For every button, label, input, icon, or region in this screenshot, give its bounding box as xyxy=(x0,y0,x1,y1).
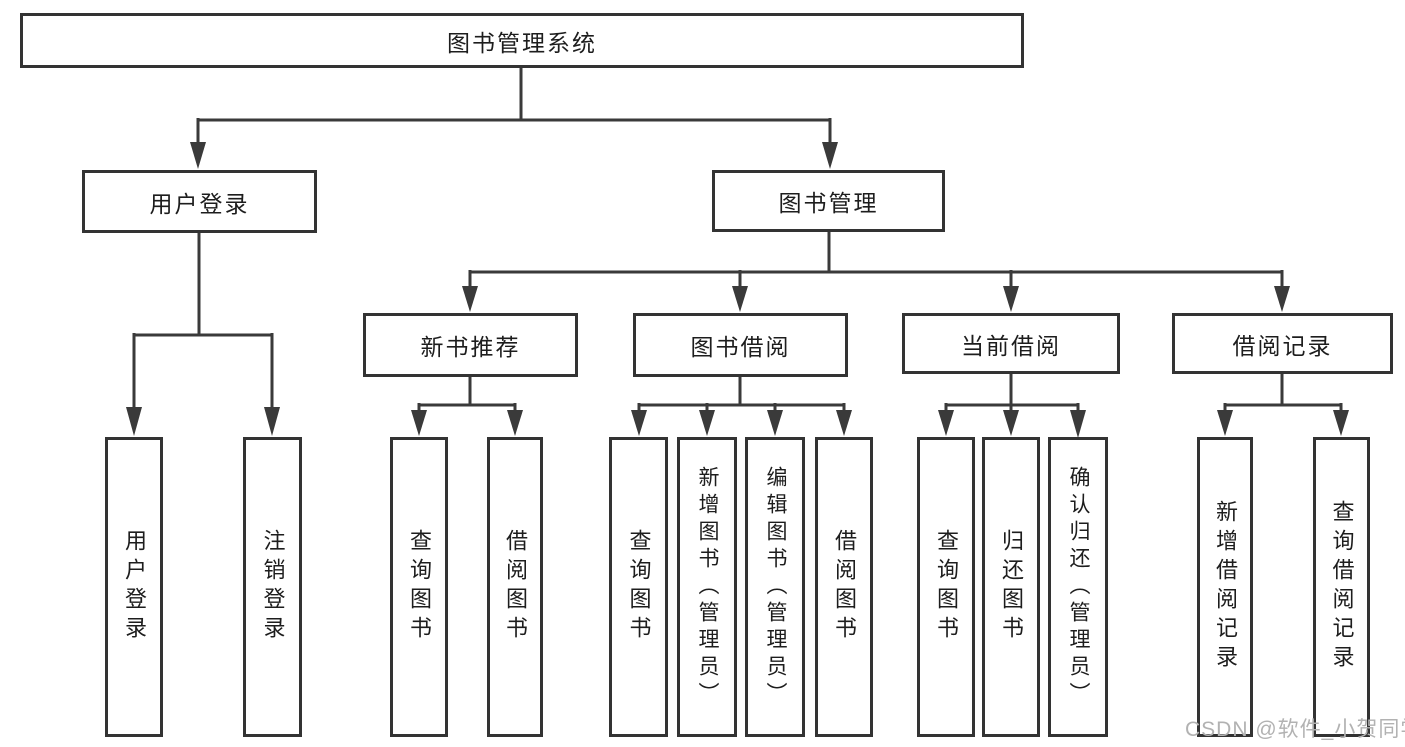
leaf-newbook-borrow-books: 借阅图书 xyxy=(487,437,543,737)
node-book-management-label: 图书管理 xyxy=(778,190,879,216)
leaf-add-books-admin: 新增图书（管理员） xyxy=(677,437,737,737)
connector-book-management-to-level3 xyxy=(462,231,1290,312)
leaf-edit-books-admin-label: 编辑图书（管理员） xyxy=(764,465,787,709)
node-borrow-records-label: 借阅记录 xyxy=(1232,332,1333,359)
leaf-query-borrow-record-label: 查询借阅记录 xyxy=(1329,500,1355,674)
connector-user-login-to-leaves xyxy=(126,233,280,436)
leaf-newbook-borrow-books-label: 借阅图书 xyxy=(503,529,528,645)
leaf-newbook-query-books: 查询图书 xyxy=(390,437,448,737)
leaf-add-books-admin-label: 新增图书（管理员） xyxy=(696,465,719,709)
leaf-add-borrow-record-label: 新增借阅记录 xyxy=(1213,500,1238,674)
leaf-add-borrow-record: 新增借阅记录 xyxy=(1197,437,1253,737)
node-current-borrow-label: 当前借阅 xyxy=(961,332,1061,359)
leaf-borrow-query-books: 查询图书 xyxy=(609,437,668,737)
leaf-current-query-books: 查询图书 xyxy=(917,437,975,737)
node-book-management: 图书管理 xyxy=(712,170,945,232)
leaf-borrow-borrow-books: 借阅图书 xyxy=(815,437,873,737)
leaf-return-books-label: 归还图书 xyxy=(999,529,1024,645)
leaf-confirm-return-admin: 确认归还（管理员） xyxy=(1048,437,1108,737)
node-root-title: 图书管理系统 xyxy=(20,13,1024,68)
node-borrow-records: 借阅记录 xyxy=(1172,313,1393,374)
leaf-query-borrow-record: 查询借阅记录 xyxy=(1313,437,1370,737)
leaf-confirm-return-admin-label: 确认归还（管理员） xyxy=(1067,465,1090,709)
leaf-borrow-borrow-books-label: 借阅图书 xyxy=(832,529,857,645)
leaf-return-books: 归还图书 xyxy=(982,437,1040,737)
node-root-label: 图书管理系统 xyxy=(447,29,597,56)
leaf-logout: 注销登录 xyxy=(243,437,302,737)
connector-new-book-to-leaves xyxy=(411,376,523,436)
node-user-login-label: 用户登录 xyxy=(149,190,250,217)
node-new-book-recommend: 新书推荐 xyxy=(363,313,578,377)
leaf-current-query-books-label: 查询图书 xyxy=(934,529,959,645)
connector-book-borrow-to-leaves xyxy=(631,376,852,436)
leaf-edit-books-admin: 编辑图书（管理员） xyxy=(745,437,805,737)
connector-current-borrow-to-leaves xyxy=(938,372,1086,438)
node-new-book-recommend-label: 新书推荐 xyxy=(420,334,521,360)
node-book-borrow: 图书借阅 xyxy=(633,313,848,377)
connector-root-to-level2 xyxy=(190,66,838,169)
node-current-borrow: 当前借阅 xyxy=(902,313,1120,374)
leaf-borrow-query-books-label: 查询图书 xyxy=(626,529,652,645)
node-book-borrow-label: 图书借阅 xyxy=(690,334,791,360)
csdn-watermark: CSDN @软件_小贺同学 xyxy=(1185,718,1405,741)
leaf-logout-label: 注销登录 xyxy=(260,529,286,645)
leaf-user-login: 用户登录 xyxy=(105,437,163,737)
node-user-login: 用户登录 xyxy=(82,170,317,233)
leaf-user-login-label: 用户登录 xyxy=(122,529,147,645)
leaf-newbook-query-books-label: 查询图书 xyxy=(407,529,432,645)
connector-borrow-records-to-leaves xyxy=(1217,373,1349,436)
